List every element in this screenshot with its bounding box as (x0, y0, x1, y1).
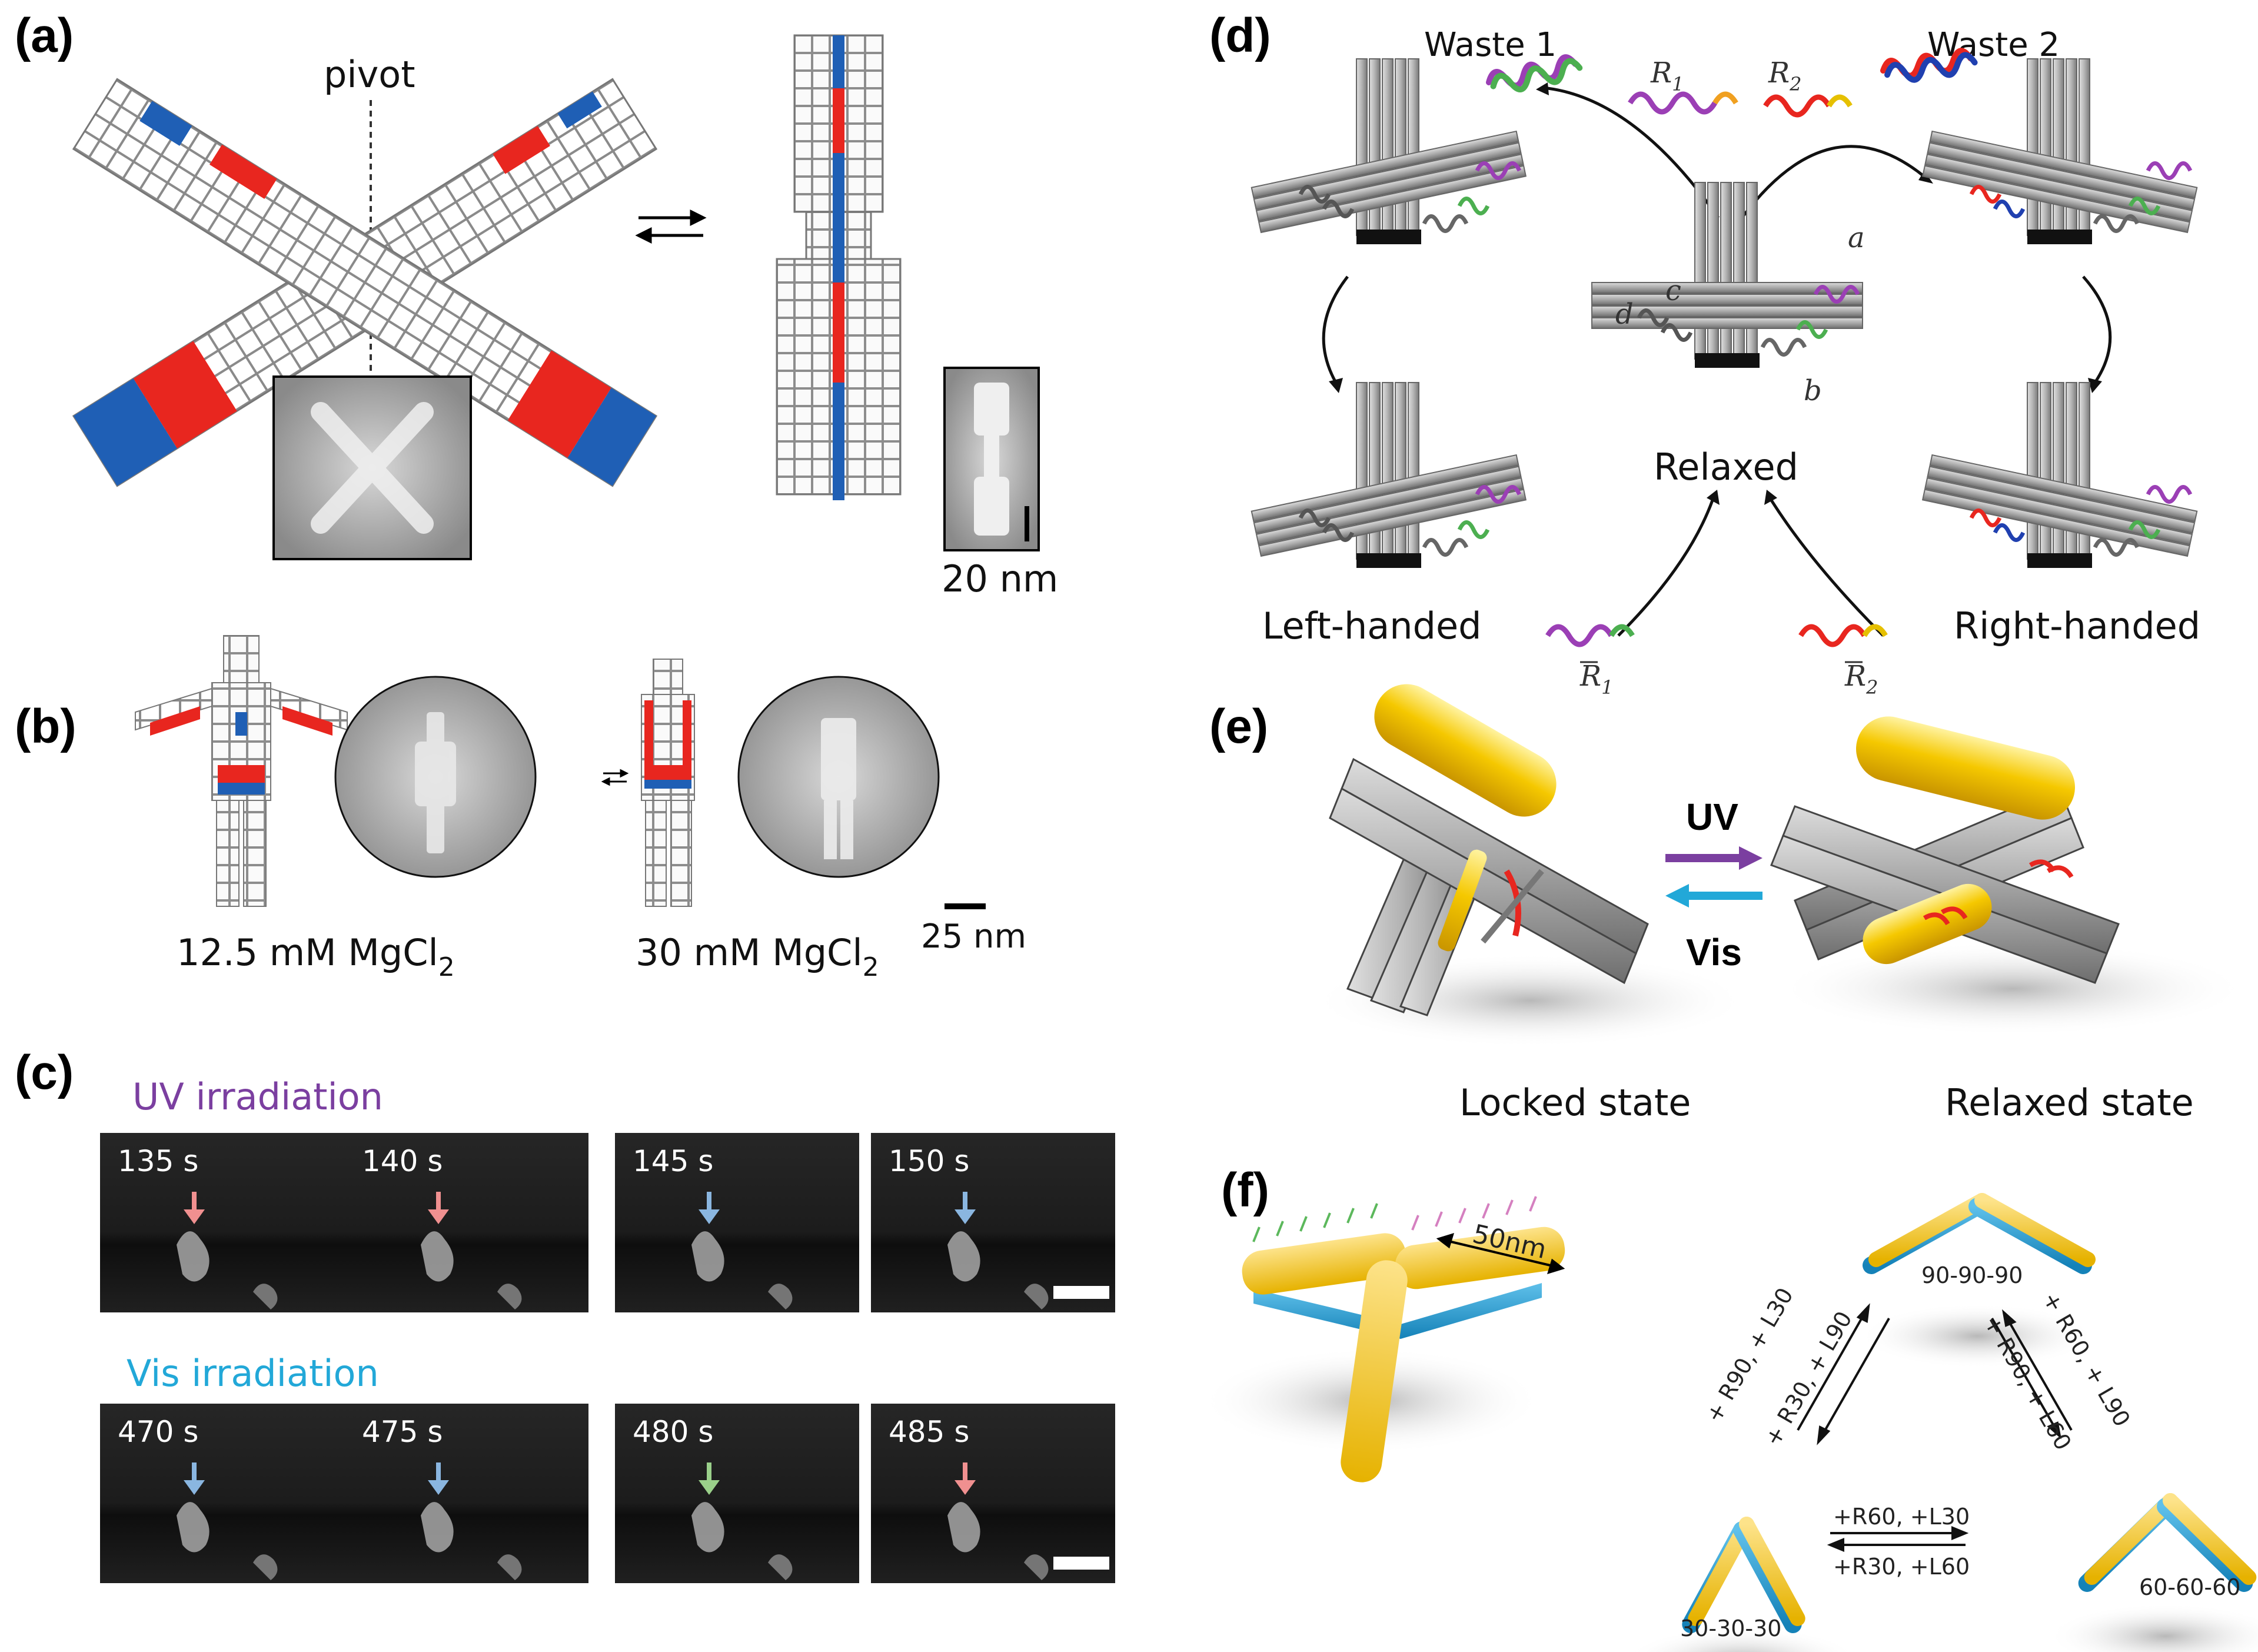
relaxed-state-label: Relaxed state (1945, 1081, 2194, 1124)
panel-a-label: (a) (15, 9, 74, 62)
humanoid-origami-2 (641, 659, 695, 907)
transition-5: +R60, +L30 (1833, 1504, 1970, 1530)
position-arrow-icon (184, 1209, 205, 1224)
afm-frame: 150 s (871, 1133, 1115, 1312)
panel-f: (f) 50nm 90-90-90 30-30-30 60-60-60 (1201, 1164, 2258, 1652)
panel-f-label: (f) (1221, 1164, 1269, 1217)
panel-d-label: (d) (1209, 9, 1271, 62)
waste1-label: Waste 1 (1424, 26, 1557, 64)
transition-6: +R30, +L60 (1833, 1554, 1970, 1580)
left-handed-label: Left-handed (1262, 604, 1481, 647)
equilibrium-arrows-a (635, 209, 707, 244)
scale-bar (1053, 1557, 1109, 1570)
tripod-state (1627, 1517, 1857, 1652)
vis-arrow (1665, 884, 1762, 908)
afm-frame: 485 s (871, 1404, 1115, 1583)
scale-b-label: 25 nm (921, 918, 1026, 956)
crossed-origami (1921, 382, 2198, 568)
panel-b: (b) (15, 635, 1026, 982)
uv-arrow (1665, 846, 1762, 870)
state-90: 90-90-90 (1921, 1262, 2023, 1288)
frame-time: 480 s (633, 1415, 713, 1449)
equilibrium-arrows-b (601, 769, 629, 786)
panel-e-label: (e) (1209, 700, 1268, 753)
afm-frame: 470 s (100, 1404, 344, 1583)
afm-frame: 145 s (615, 1133, 859, 1312)
state-30: 30-30-30 (1680, 1616, 1781, 1641)
tripod-state (2048, 1493, 2258, 1652)
size-arrow (1436, 1233, 1565, 1274)
condition-2: 30 mM MgCl2 (636, 931, 879, 982)
crossed-origami (1251, 382, 1527, 568)
r1-strand (1628, 91, 1717, 115)
locked-state-origami (1329, 684, 1649, 1016)
afm-frame: 135 s (100, 1133, 344, 1312)
crossed-origami (1591, 182, 1863, 368)
position-arrow-icon (955, 1480, 976, 1495)
site-a: a (1848, 221, 1865, 254)
humanoid-origami-1 (135, 635, 348, 907)
uv-label: UV (1686, 796, 1738, 838)
transition-arrows-f (1797, 1303, 2073, 1552)
waste2-label: Waste 2 (1927, 26, 2060, 64)
relaxed-label-d: Relaxed (1654, 446, 1798, 488)
frame-time: 470 s (118, 1415, 198, 1449)
handed-origami-structures (1251, 58, 2198, 568)
position-arrow-icon (955, 1209, 976, 1224)
pivot-label: pivot (324, 53, 415, 96)
frame-time: 475 s (362, 1415, 443, 1449)
afm-frames: 135 s 140 s 145 s 150 s 470 s 475 s 480 s 485 s (100, 1133, 1115, 1583)
x-origami (72, 78, 658, 487)
afm-frame: 475 s (344, 1404, 588, 1583)
site-c: c (1665, 274, 1681, 307)
panel-e: (e) (1209, 684, 2248, 1124)
r1-bar-label: R1 (1579, 660, 1614, 699)
r1-bar-strand (1545, 624, 1614, 647)
afm-frame: 480 s (615, 1404, 859, 1583)
vis-irradiation-title: Vis irradiation (127, 1352, 379, 1395)
right-handed-label: Right-handed (1954, 604, 2200, 647)
frame-time: 485 s (889, 1415, 969, 1449)
r2-bar-label: R2 (1844, 660, 1878, 699)
uv-irradiation-title: UV irradiation (132, 1075, 383, 1118)
frame-time: 145 s (633, 1144, 713, 1178)
panel-c-label: (c) (15, 1046, 74, 1099)
frame-time: 140 s (362, 1144, 443, 1178)
waste2-helix (1882, 49, 1976, 84)
panel-b-label: (b) (15, 700, 77, 753)
position-arrow-icon (184, 1480, 205, 1495)
frame-time: 135 s (118, 1144, 198, 1178)
frame-time: 150 s (889, 1144, 969, 1178)
relaxed-state-origami (1770, 716, 2120, 984)
r2-label: R2 (1768, 56, 1802, 95)
tripod-states (1627, 1193, 2258, 1652)
vis-label: Vis (1686, 931, 1742, 973)
r2-bar-strand (1798, 624, 1867, 647)
position-arrow-icon (428, 1209, 449, 1224)
linear-origami (776, 34, 902, 500)
tripod-state (1860, 1193, 2096, 1368)
panel-c: (c) UV irradiation Vis irradiation 135 s… (15, 1046, 1115, 1583)
afm-frame: 140 s (344, 1133, 588, 1312)
scale-bar (1053, 1286, 1109, 1299)
position-arrow-icon (699, 1480, 720, 1495)
r2-strand (1763, 94, 1831, 118)
site-b: b (1804, 374, 1822, 407)
r1-label: R1 (1650, 56, 1684, 95)
crossed-origami (1251, 58, 1527, 244)
condition-1: 12.5 mM MgCl2 (177, 931, 455, 982)
position-arrow-icon (428, 1480, 449, 1495)
tripod-origami-detail (1242, 1196, 1565, 1483)
panel-d: (d) Waste 1 Waste 2 R1 R2 (1209, 9, 2200, 699)
panel-a: (a) pivot (15, 9, 1058, 600)
locked-state-label: Locked state (1459, 1081, 1691, 1124)
scale-a-label: 20 nm (942, 557, 1058, 600)
position-arrow-icon (699, 1209, 720, 1224)
crossed-origami (1921, 58, 2198, 244)
site-d: d (1615, 298, 1634, 331)
state-60: 60-60-60 (2139, 1574, 2240, 1600)
